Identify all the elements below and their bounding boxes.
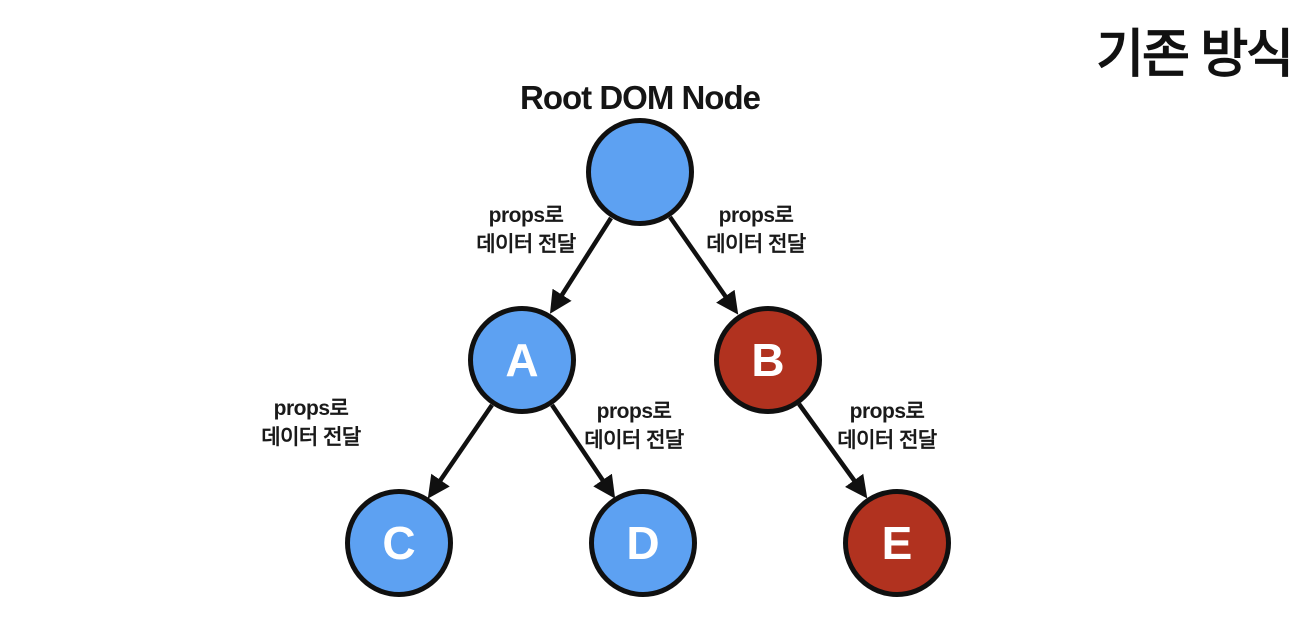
arrow-root-to-a [549,216,613,314]
edge-label-root-to-b: props로 데이터 전달 [706,201,806,259]
node-root-dom [586,118,694,226]
edge-label-line2: 데이터 전달 [837,429,937,452]
edge-label-line1: props로 [718,204,794,227]
node-b-letter: B [751,334,785,386]
edge-label-line1: props로 [273,397,349,420]
node-d-letter: D [626,517,660,569]
edge-label-line2: 데이터 전달 [706,233,806,256]
edge-label-b-to-e: props로 데이터 전달 [837,397,937,455]
arrow-b-to-e [797,402,868,499]
edge-label-line1: props로 [596,400,672,423]
node-c-letter: C [382,517,416,569]
node-e-letter: E [881,517,913,569]
edge-label-line1: props로 [488,204,564,227]
arrow-a-to-d [550,403,616,499]
node-b: B [714,306,822,414]
edge-label-a-to-d: props로 데이터 전달 [584,397,684,455]
edge-label-line2: 데이터 전달 [584,429,684,452]
edge-label-line1: props로 [849,400,925,423]
node-d: D [589,489,697,597]
node-a-letter: A [505,334,539,386]
arrow-a-to-c [427,403,494,499]
edge-label-line2: 데이터 전달 [476,233,576,256]
corner-title: 기존 방식 [1096,26,1294,84]
edge-label-line2: 데이터 전달 [261,426,361,449]
diagram-title: Root DOM Node [520,79,761,116]
node-c: C [345,489,453,597]
arrow-root-to-b [668,215,739,315]
node-e: E [843,489,951,597]
node-a: A [468,306,576,414]
edge-label-root-to-a: props로 데이터 전달 [476,201,576,259]
edge-label-a-to-c: props로 데이터 전달 [261,394,361,452]
